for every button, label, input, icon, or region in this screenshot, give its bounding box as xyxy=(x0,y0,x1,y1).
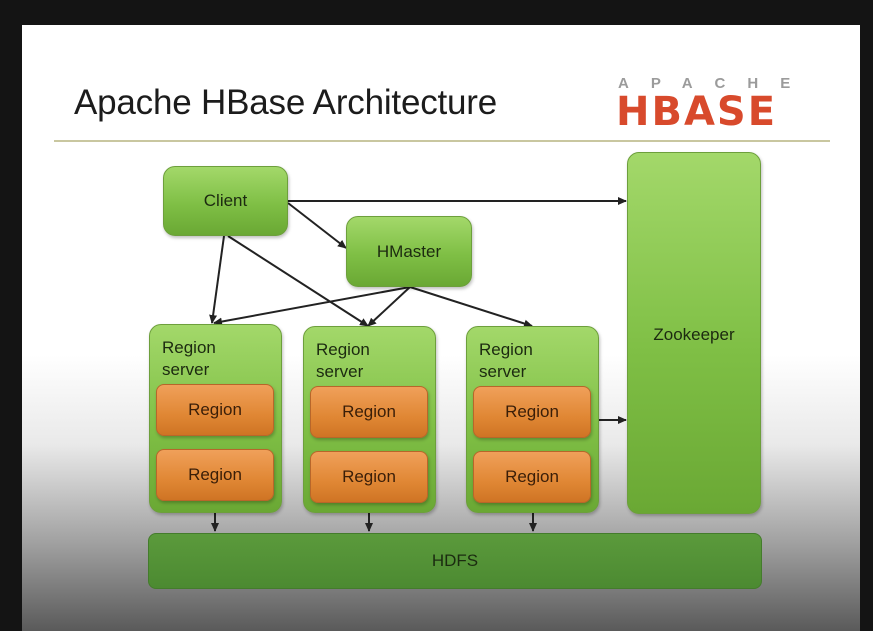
region-box: Region xyxy=(473,386,591,438)
hdfs-label: HDFS xyxy=(431,551,479,570)
logo-apache-text: APACHE xyxy=(618,75,813,92)
apache-hbase-logo: APACHE HBASE xyxy=(616,75,813,135)
client-node: Client xyxy=(163,166,288,236)
region-server-label: Region server xyxy=(162,338,216,379)
region-server-2: Region server Region Region xyxy=(303,326,436,513)
hmaster-node: HMaster xyxy=(346,216,472,287)
region-box: Region xyxy=(473,451,591,503)
zookeeper-node: Zookeeper xyxy=(627,152,761,514)
logo-hbase-text: HBASE xyxy=(616,89,778,135)
region-box: Region xyxy=(310,451,428,503)
arrow-client-hmaster xyxy=(287,202,347,249)
region-box: Region xyxy=(310,386,428,438)
arrow-hmaster-regionserver-3 xyxy=(409,286,533,328)
region-server-1: Region server Region Region xyxy=(149,324,282,513)
title-divider xyxy=(54,140,830,142)
arrow-client-regionserver-1 xyxy=(209,235,225,324)
arrow-hmaster-regionserver-1 xyxy=(213,286,411,326)
slide-title: Apache HBase Architecture xyxy=(74,83,498,122)
arrow-client-regionserver-2 xyxy=(227,235,369,327)
hmaster-label: HMaster xyxy=(376,241,442,261)
hdfs-node: HDFS xyxy=(148,533,762,589)
arrow-hmaster-regionserver-2 xyxy=(367,286,411,327)
connector-arrows xyxy=(209,197,627,532)
region-box: Region xyxy=(156,449,274,501)
region-server-label: Region server xyxy=(479,340,533,381)
region-server-label: Region server xyxy=(316,340,370,381)
client-label: Client xyxy=(203,191,248,210)
region-server-3: Region server Region Region xyxy=(466,326,599,513)
region-box: Region xyxy=(156,384,274,436)
zookeeper-label: Zookeeper xyxy=(653,325,735,344)
slide: Apache HBase Architecture APACHE HBASE C… xyxy=(22,25,860,631)
